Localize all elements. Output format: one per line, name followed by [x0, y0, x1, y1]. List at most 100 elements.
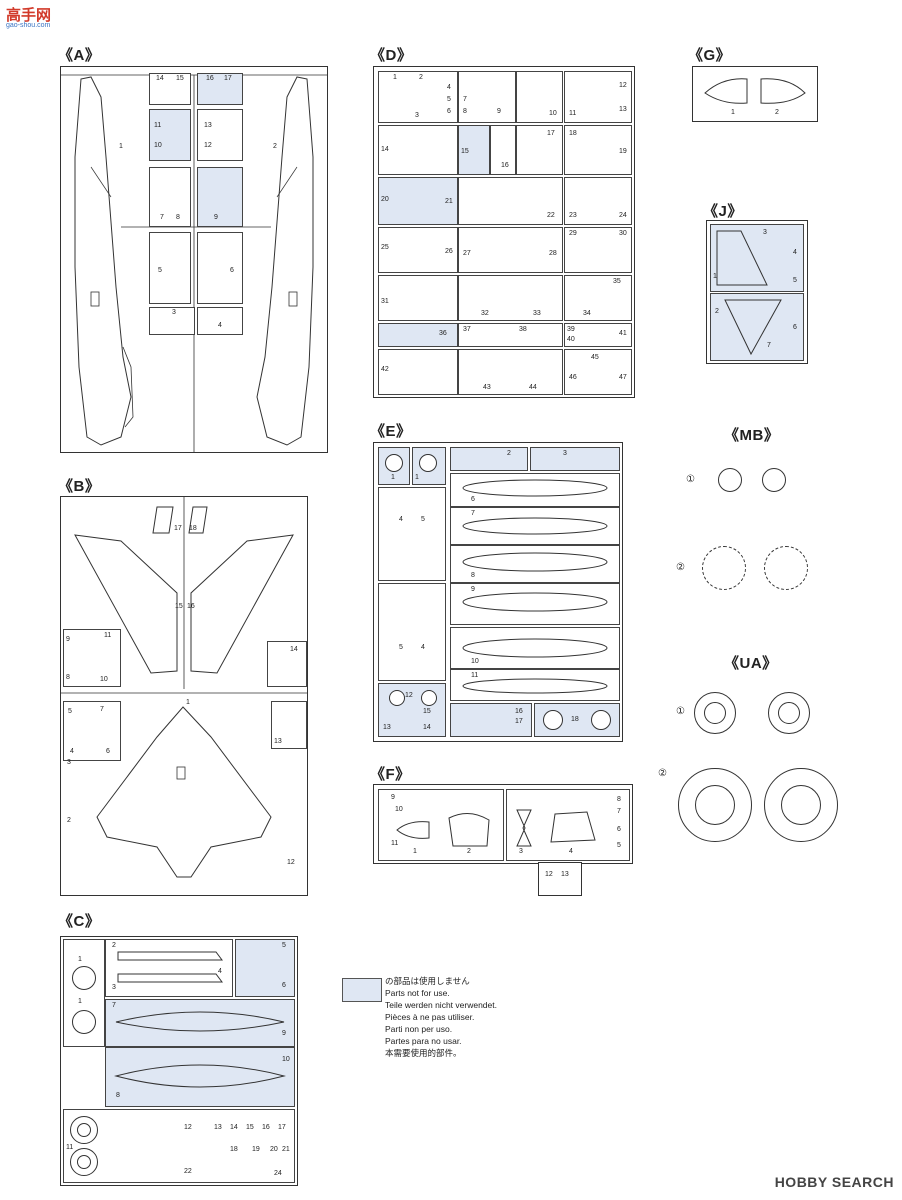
parts-cell: 16 — [490, 125, 516, 175]
part-number: 27 — [463, 250, 471, 257]
part-number: 6 — [793, 324, 797, 331]
part-number: 7 — [112, 1002, 116, 1009]
part-number: 39 — [567, 326, 575, 333]
parts-cell: 31 — [378, 275, 458, 321]
part-number: 1 — [731, 109, 735, 116]
part-number: 3 — [67, 759, 71, 766]
part-number: 18 — [569, 130, 577, 137]
part-number: 8 — [617, 796, 621, 803]
parts-cell: 27 28 — [458, 227, 563, 273]
parts-cell: 32 33 — [458, 275, 563, 321]
parts-cell-unused: 3 — [530, 447, 620, 471]
legend-line-es: Partes para no usar. — [385, 1036, 462, 1046]
part-number: 16 — [501, 162, 509, 169]
section-label-b: 《B》 — [58, 478, 101, 495]
parts-cell: 8 — [450, 545, 620, 583]
section-label-j: 《J》 — [703, 203, 743, 220]
parts-cell: 13 12 — [197, 109, 243, 161]
parts-cell: 14 15 — [149, 73, 191, 105]
tire-icon — [768, 692, 810, 734]
part-number: 10 — [100, 676, 108, 683]
part-number: 12 — [619, 82, 627, 89]
part-number: 6 — [447, 108, 451, 115]
part-number: 9 — [66, 636, 70, 643]
part-number: 45 — [591, 354, 599, 361]
parts-cell: 42 — [378, 349, 458, 395]
part-number: 36 — [439, 330, 447, 337]
part-number: 9 — [391, 794, 395, 801]
tank-drawing — [462, 552, 608, 572]
part-number: 9 — [214, 214, 218, 221]
part-number: 7 — [100, 706, 104, 713]
legend-line-fr: Pièces à ne pas utiliser. — [385, 1012, 475, 1022]
sprue-c: 1 1 2 3 4 5 6 7 9 8 10 11 12 13 14 15 16… — [60, 936, 298, 1186]
parts-cell-unused: 7 9 — [105, 999, 295, 1047]
part-number: 7 — [463, 96, 467, 103]
part-number: 14 — [423, 724, 431, 731]
legend-line-de: Teile werden nicht verwendet. — [385, 1000, 497, 1010]
part-number: 28 — [549, 250, 557, 257]
parts-cell-unused: 2 — [450, 447, 528, 471]
part-number: 13 — [561, 871, 569, 878]
part-number: 9 — [471, 586, 475, 593]
parts-cell: 4 — [197, 307, 243, 335]
sprue-f: 9 10 11 1 2 3 4 8 7 6 5 — [373, 784, 633, 864]
wheel-icon — [385, 454, 403, 472]
part-number: 15 — [423, 708, 431, 715]
part-number: 14 — [156, 75, 164, 82]
part-number: 17 — [515, 718, 523, 725]
parts-cell: 10 — [516, 71, 563, 123]
part-number: 18 — [571, 716, 579, 723]
part-number: 21 — [445, 198, 453, 205]
part-number: 25 — [381, 244, 389, 251]
part-number: 35 — [613, 278, 621, 285]
parts-cell-unused: 16 17 — [197, 73, 243, 105]
part-number: 44 — [529, 384, 537, 391]
part-number: 13 — [619, 106, 627, 113]
part-number: 4 — [218, 968, 222, 975]
part-number: 16 — [206, 75, 214, 82]
parts-cell: 11 12 13 14 15 16 17 18 19 20 21 22 24 — [63, 1109, 295, 1183]
parts-cell-unused: 36 — [378, 323, 458, 347]
wheel-icon — [419, 454, 437, 472]
wheel-hub-icon — [718, 468, 742, 492]
part-number: 5 — [421, 516, 425, 523]
parts-cell: 7 8 — [149, 167, 191, 227]
part-number: 16 — [262, 1124, 270, 1131]
part-number: 1 — [415, 474, 419, 481]
part-number: 13 — [214, 1124, 222, 1131]
wheel-hub-icon — [762, 468, 786, 492]
part-number: 42 — [381, 366, 389, 373]
part-number: 15 — [176, 75, 184, 82]
sprue-f-tab: 12 13 — [538, 862, 582, 896]
parts-cell: 39 40 41 — [564, 323, 632, 347]
wheel-hub-icon — [764, 546, 808, 590]
sprue-d: 1 2 4 5 6 3 7 8 9 10 11 12 13 14 15 16 1… — [373, 66, 635, 398]
part-number: 1 — [186, 699, 190, 706]
part-number: 4 — [793, 249, 797, 256]
parts-cell-unused: 11 10 — [149, 109, 191, 161]
part-number: 13 — [383, 724, 391, 731]
parts-cell-unused: 2 6 7 — [710, 293, 804, 361]
part-number: 6 — [617, 826, 621, 833]
legend-line-zh: 本需要使用的部件。 — [385, 1048, 462, 1058]
part-number: 2 — [715, 308, 719, 315]
parts-cell: 18 19 — [564, 125, 632, 175]
tank-drawing — [462, 678, 608, 694]
parts-cell-unused: 3 4 1 5 — [710, 224, 804, 292]
part-number: 17 — [278, 1124, 286, 1131]
wheel-icon — [72, 1010, 96, 1034]
parts-cell: 6 — [197, 232, 243, 304]
tank-drawing — [462, 638, 608, 658]
parts-cell: 14 — [378, 125, 458, 175]
parts-cell: 9 11 8 10 — [63, 629, 121, 687]
parts-cell: 7 — [450, 507, 620, 545]
part-number: 7 — [160, 214, 164, 221]
part-number: 21 — [282, 1146, 290, 1153]
parts-cell-unused: 1 — [378, 447, 410, 485]
parts-cell: 4 5 — [378, 487, 446, 581]
section-label-f: 《F》 — [370, 766, 411, 783]
section-label-ua: 《UA》 — [724, 655, 778, 672]
wing-drawing — [724, 299, 782, 356]
sprue-e: 1 1 2 3 4 5 6 7 8 5 4 9 10 11 — [373, 442, 623, 742]
